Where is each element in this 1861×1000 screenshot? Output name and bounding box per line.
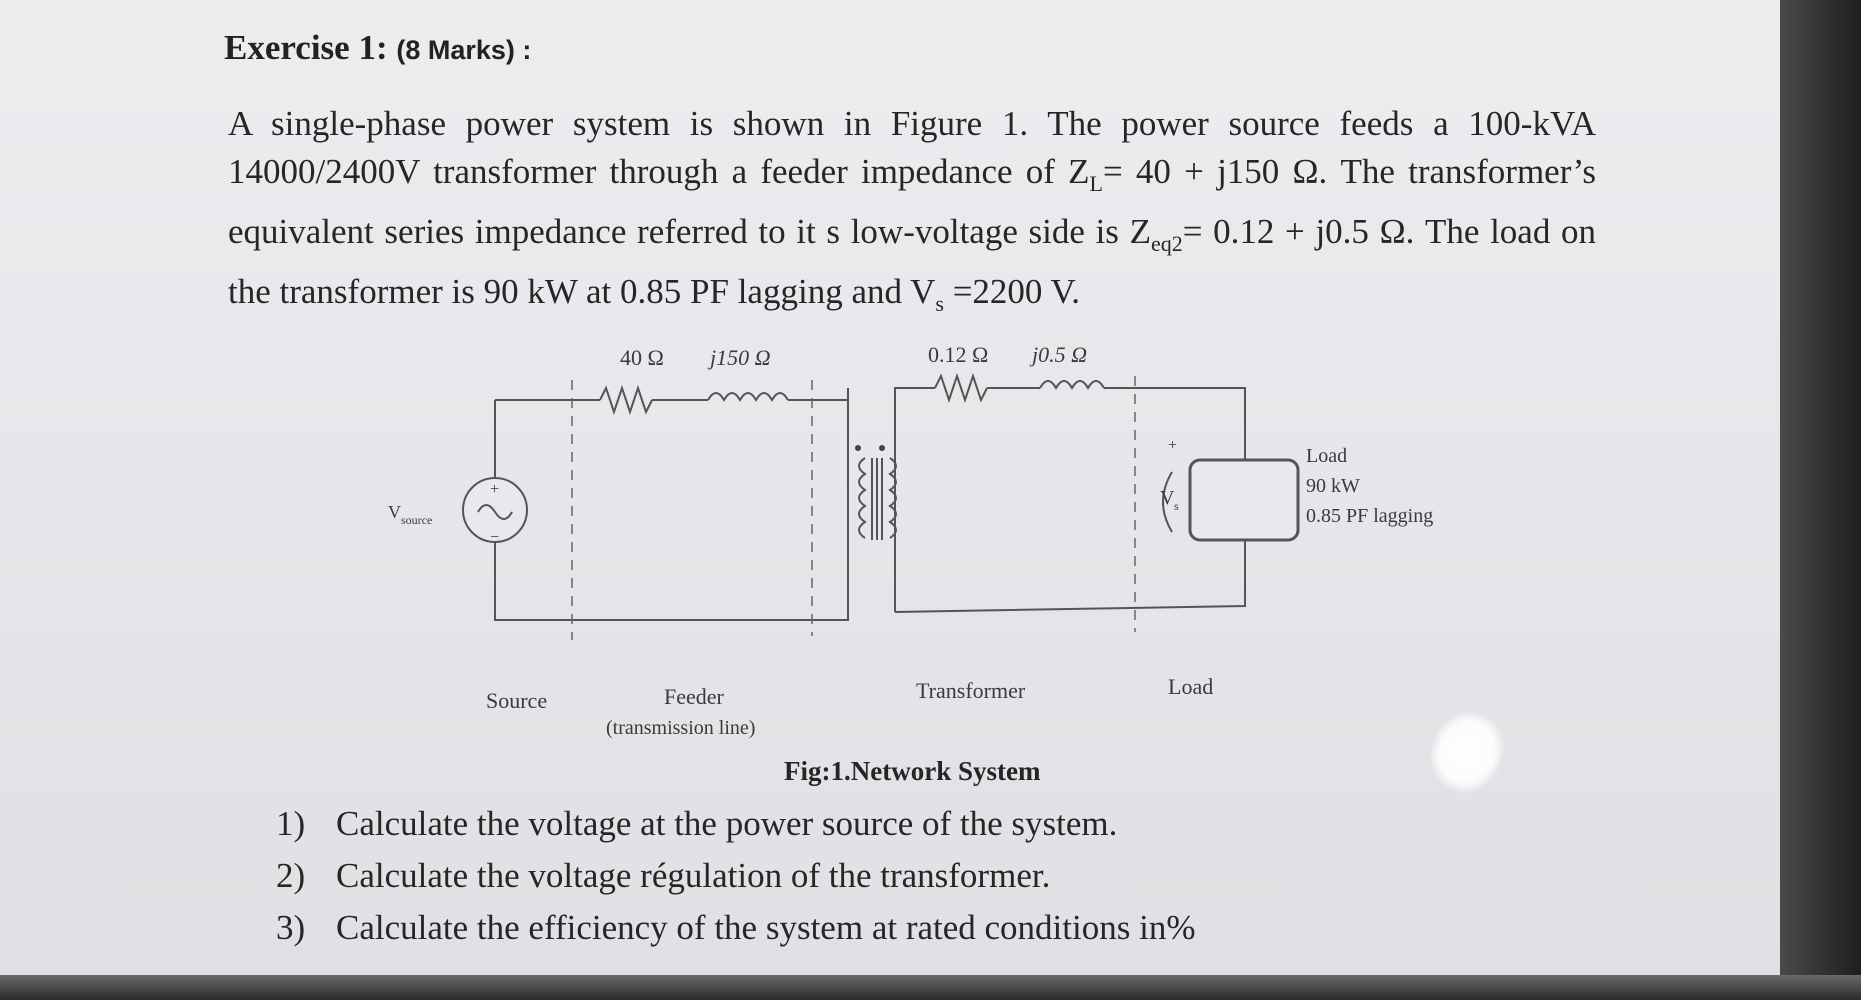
question-number: 3) <box>276 908 306 947</box>
load-box <box>1188 458 1300 542</box>
feeder-resistor <box>599 384 653 416</box>
exercise-heading: Exercise 1: (8 Marks) : <box>224 28 531 68</box>
question-text: Calculate the voltage at the power sourc… <box>336 804 1118 843</box>
question-number: 2) <box>276 856 306 895</box>
question-number: 1) <box>276 804 306 843</box>
problem-text-2: = 40 + j150 Ω. The transformer’s equival… <box>228 152 1597 251</box>
problem-text-4: =2200 V. <box>943 272 1081 311</box>
transformer-reactance-label: j0.5 Ω <box>1029 342 1087 367</box>
vsource-label: V <box>388 502 401 522</box>
section-feeder-note: (transmission line) <box>606 717 755 739</box>
feeder-resistance-label: 40 Ω <box>620 345 664 370</box>
problem-text-3: = 0.12 + j0.5 Ω. The load on the transfo… <box>228 212 1596 311</box>
figure-caption: Fig:1.Network System <box>784 756 1041 786</box>
question-item: 2) Calculate the voltage régulation of th… <box>276 850 1195 902</box>
exercise-title: Exercise 1: <box>224 28 388 67</box>
transformer-resistor <box>934 372 988 404</box>
ac-source-icon <box>462 477 528 543</box>
problem-text-1: A single-phase power system is shown in … <box>228 104 1596 191</box>
vs-subscript: s <box>935 291 944 316</box>
source-feeder-wire <box>494 388 849 621</box>
load-top-wire <box>1104 387 1246 460</box>
feeder-inductor <box>707 392 789 403</box>
section-load-label: Load <box>1168 674 1213 699</box>
zl-subscript: L <box>1089 171 1103 196</box>
photo-edge-shadow-right <box>1780 0 1861 1000</box>
source-plus-sign: + <box>490 481 499 498</box>
vsource-subscript: source <box>401 513 432 527</box>
secondary-left-wire <box>894 387 935 612</box>
question-list: 1) Calculate the voltage at the power sou… <box>276 798 1195 954</box>
transformer-resistance-label: 0.12 Ω <box>928 342 988 367</box>
vs-label: V <box>1160 487 1175 509</box>
load-pf-label: 0.85 PF lagging <box>1306 505 1433 527</box>
question-item: 3) Calculate the efficiency of the system… <box>276 902 1195 954</box>
question-text: Calculate the voltage régulation of the … <box>336 856 1051 895</box>
primary-coil <box>858 457 867 539</box>
section-source-label: Source <box>486 688 547 713</box>
section-feeder-label: Feeder <box>664 684 725 709</box>
photo-edge-shadow-bottom <box>0 975 1861 1000</box>
exercise-marks: (8 Marks) : <box>396 35 532 65</box>
transformer-inductor <box>1039 380 1105 391</box>
dot-marker-secondary <box>879 445 885 451</box>
vs-subscript-label: s <box>1174 499 1179 513</box>
voltage-arc <box>1162 471 1173 533</box>
load-power-label: 90 kW <box>1306 475 1360 497</box>
feeder-reactance-label: j150 Ω <box>707 345 771 370</box>
circuit-diagram: 40 Ω j150 Ω 0.12 Ω j0.5 Ω V source + − +… <box>388 342 1433 739</box>
source-minus-sign: − <box>490 529 499 546</box>
load-plus-sign: + <box>1168 437 1177 454</box>
sine-wave-icon <box>477 504 513 520</box>
zeq-subscript: eq2 <box>1150 231 1183 256</box>
document-page: Exercise 1: (8 Marks) : A single-phase p… <box>0 0 1820 1000</box>
dot-marker-primary <box>855 445 861 451</box>
question-item: 1) Calculate the voltage at the power sou… <box>276 798 1195 850</box>
load-bottom-wire <box>894 540 1246 613</box>
load-label: Load <box>1306 445 1347 467</box>
question-text: Calculate the efficiency of the system a… <box>336 908 1196 947</box>
section-transformer-label: Transformer <box>916 678 1026 703</box>
problem-statement: A single-phase power system is shown in … <box>228 100 1596 328</box>
